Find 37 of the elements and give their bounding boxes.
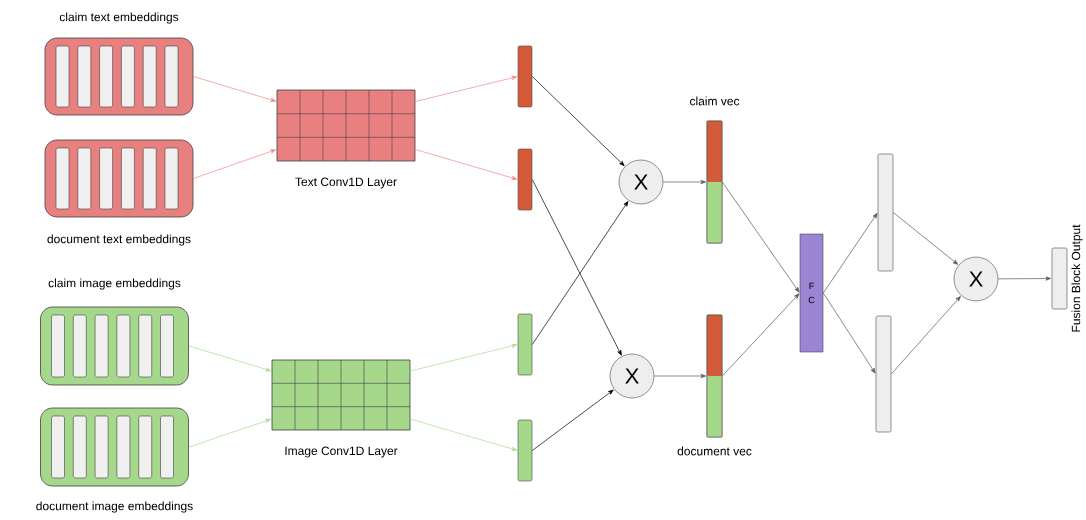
arrow [410,343,518,372]
vector-bar [517,45,533,108]
arrow [653,373,706,379]
vector-bar [517,419,533,482]
arrow [892,212,959,265]
vector-bar [517,313,533,376]
block-label: Text Conv1D Layer [295,177,397,189]
arrow [415,75,518,102]
arrow [531,201,629,345]
arrow [662,179,706,185]
arrow [890,296,961,375]
block-label: Image Conv1D Layer [285,446,398,458]
block-label: document vec [677,446,752,456]
block-label: claim text embeddings [59,12,179,24]
arrow [193,149,276,179]
vector-bar [877,153,894,272]
arrow [531,389,614,451]
block-label: claim vec [690,96,740,106]
arrow [193,76,276,102]
block-label: document text embeddings [47,234,191,246]
arrow [721,181,800,293]
arrow [822,292,876,374]
vector-bar [875,315,892,433]
block-label: claim image embeddings [48,278,181,290]
block-label: document image embeddings [36,501,193,513]
arrow [410,418,518,451]
arrow [822,213,878,294]
arrow [721,293,800,377]
fc-layer: F C [799,233,824,353]
vector-bar [517,148,533,211]
arrow [415,149,518,180]
arrow [188,418,271,448]
arrow [188,345,271,372]
arrow [997,276,1051,281]
arrow [531,179,622,356]
arrow [531,76,625,167]
output-label: Fusion Block Output [1071,224,1083,332]
